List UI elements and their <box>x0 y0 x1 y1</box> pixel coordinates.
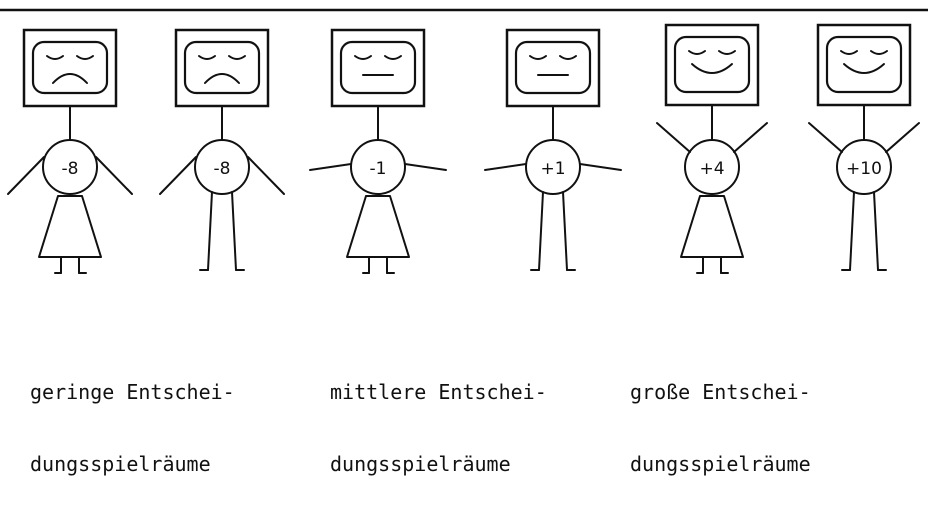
torso-circle <box>525 139 581 195</box>
right-eye <box>870 50 888 55</box>
left-eye <box>46 55 64 60</box>
torso-value-label: -1 <box>370 159 387 179</box>
torso-circle <box>350 139 406 195</box>
left-arm <box>808 122 843 153</box>
right-arm <box>404 163 447 171</box>
torso-value-label: -8 <box>214 159 231 179</box>
left-eye <box>529 55 547 60</box>
torso-circle <box>194 139 250 195</box>
torso-circle <box>836 139 892 195</box>
left-leg <box>849 191 855 271</box>
torso-value-label: -8 <box>62 159 79 179</box>
right-arm <box>733 122 768 153</box>
left-leg <box>538 191 544 271</box>
caption-high-line1: große Entschei- <box>630 380 811 404</box>
right-arm <box>247 156 285 195</box>
face-screen <box>825 35 903 94</box>
left-arm <box>7 156 45 195</box>
caption-high: große Entschei- dungsspielräume <box>630 332 811 524</box>
torso-circle <box>42 139 98 195</box>
caption-low: geringe Entschei- dungsspielräume <box>30 332 235 524</box>
caption-low-line2: dungsspielräume <box>30 452 211 476</box>
torso-circle <box>684 139 740 195</box>
torso-value-label: +4 <box>699 159 724 179</box>
right-eye <box>559 55 577 60</box>
left-arm <box>484 163 527 171</box>
right-eye <box>228 55 246 60</box>
right-arm <box>579 163 622 171</box>
face-screen <box>183 40 261 95</box>
face-screen <box>514 40 592 95</box>
face-screen <box>31 40 109 95</box>
left-eye <box>688 50 706 55</box>
left-arm <box>159 156 197 195</box>
mouth-frown <box>204 73 240 84</box>
left-eye <box>840 50 858 55</box>
right-eye <box>718 50 736 55</box>
face-screen <box>673 35 751 94</box>
caption-medium-line1: mittlere Entschei- <box>330 380 547 404</box>
left-leg <box>207 191 213 271</box>
right-eye <box>76 55 94 60</box>
stick-figures: -8 -8 -1 +1 +4 +10 <box>0 8 928 274</box>
mouth-smile <box>691 63 733 74</box>
left-eye <box>198 55 216 60</box>
mouth-smile <box>843 63 885 74</box>
left-eye <box>354 55 372 60</box>
left-arm <box>656 122 691 153</box>
dress <box>38 195 102 258</box>
face-screen <box>339 40 417 95</box>
right-leg <box>873 191 879 271</box>
caption-high-line2: dungsspielräume <box>630 452 811 476</box>
right-leg <box>231 191 237 271</box>
left-arm <box>309 163 352 171</box>
dress <box>346 195 410 258</box>
torso-value-label: +1 <box>540 159 565 179</box>
right-arm <box>95 156 133 195</box>
right-arm <box>885 122 920 153</box>
torso-value-label: +10 <box>846 159 882 179</box>
caption-low-line1: geringe Entschei- <box>30 380 235 404</box>
dress <box>680 195 744 258</box>
caption-medium-line2: dungsspielräume <box>330 452 511 476</box>
caption-medium: mittlere Entschei- dungsspielräume <box>330 332 547 524</box>
mouth-frown <box>52 73 88 84</box>
figure-panel: -8 -8 -1 +1 +4 +10 geringe Entschei- dungsspi… <box>0 8 928 476</box>
right-leg <box>562 191 568 271</box>
right-eye <box>384 55 402 60</box>
